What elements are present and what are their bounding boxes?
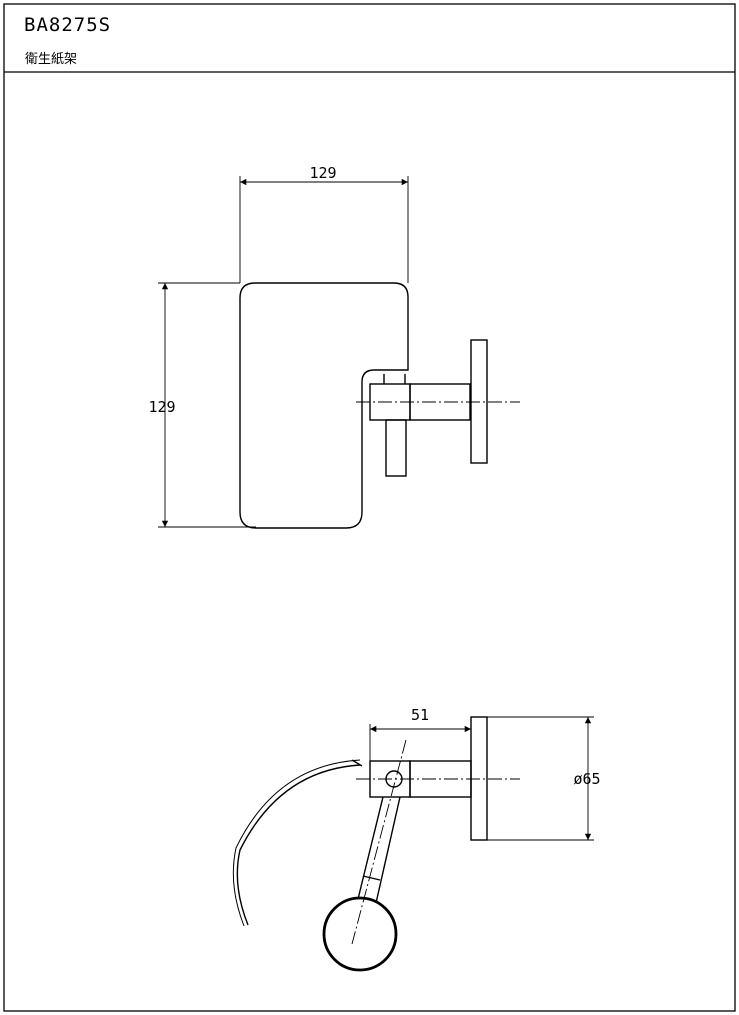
wall-flange xyxy=(470,339,488,464)
product-name: 衛生紙架 xyxy=(25,52,78,67)
arm-sleeve-line xyxy=(362,875,381,881)
top-centerline-arm xyxy=(351,739,407,945)
curved-cover xyxy=(236,764,361,926)
cover-end xyxy=(351,759,363,767)
front-view xyxy=(239,282,488,529)
vertical-arm xyxy=(385,419,407,477)
top-projection-dimension xyxy=(369,717,472,761)
cover-outline xyxy=(239,282,409,529)
front-width-label: 129 xyxy=(309,164,336,182)
angled-arm xyxy=(357,796,401,904)
top-view xyxy=(232,716,488,972)
top-wall-flange xyxy=(470,716,488,841)
flange-diameter-label: ø65 xyxy=(573,770,600,788)
front-width-dimension xyxy=(239,176,409,283)
front-height-dimension xyxy=(158,282,256,528)
model-number: BA8275S xyxy=(24,14,112,36)
curved-cover-inner xyxy=(232,759,361,927)
paper-roll xyxy=(322,896,398,972)
sheet-border xyxy=(3,3,736,1012)
front-height-label: 129 xyxy=(148,398,175,416)
top-projection-label: 51 xyxy=(411,706,429,724)
flange-diameter-dimension xyxy=(487,716,594,841)
